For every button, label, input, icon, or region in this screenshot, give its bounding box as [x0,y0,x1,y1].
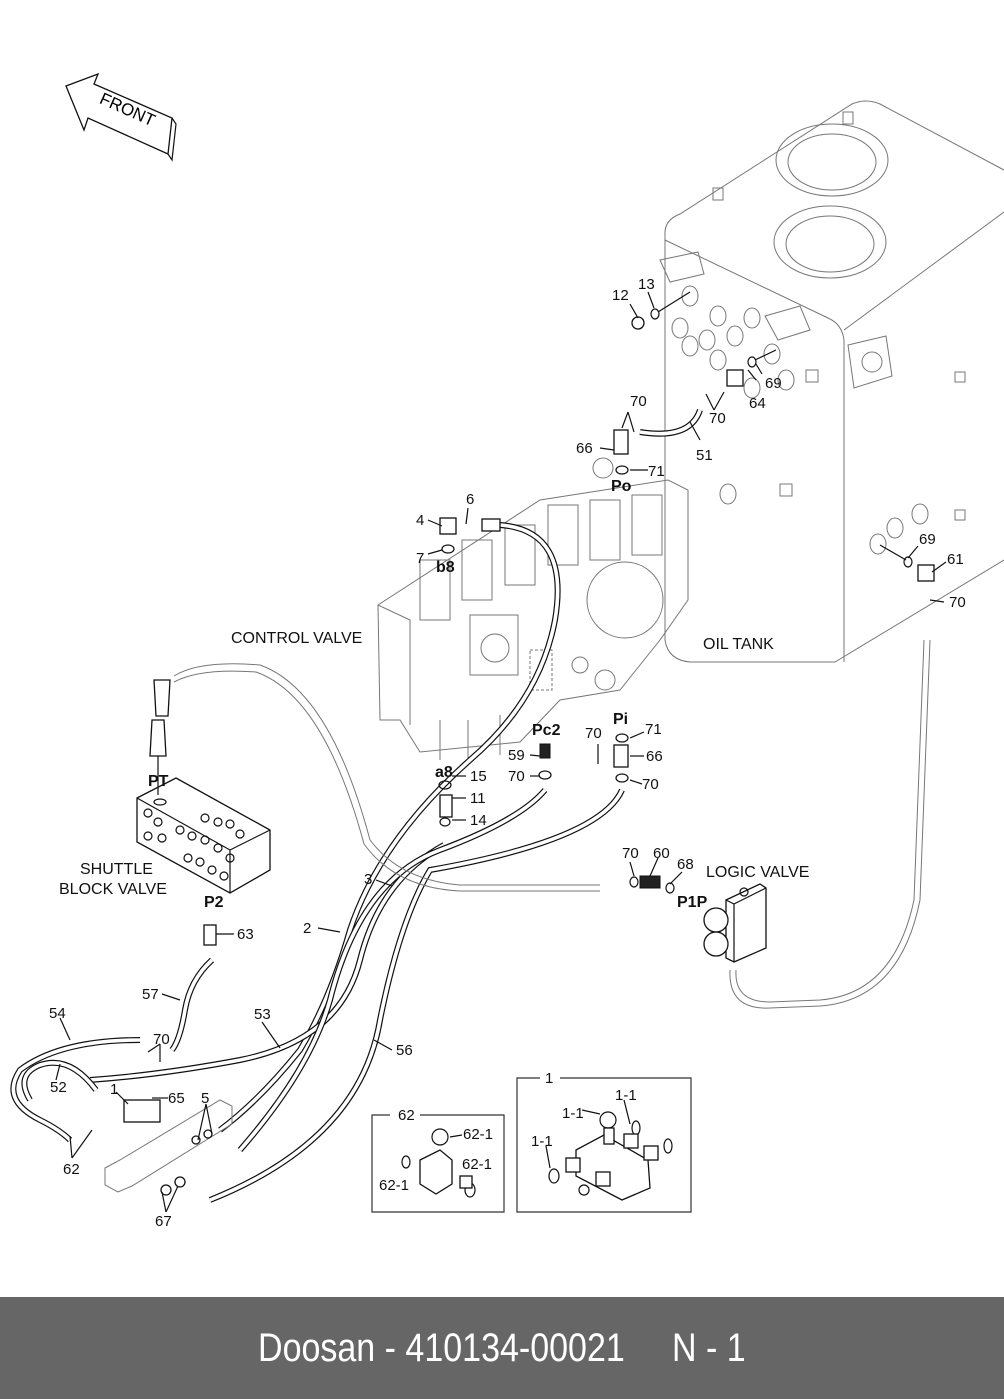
callout-4: 4 [416,512,425,529]
callout-54: 54 [49,1005,66,1022]
logic-valve [703,639,931,1009]
callout-3: 3 [364,871,373,888]
callout-65: 65 [168,1090,185,1107]
callout-69: 69 [765,375,782,392]
port-pi: Pi [613,711,629,728]
control-valve-label: CONTROL VALVE [231,630,363,647]
detail-62-callout: 62-1 [379,1177,410,1194]
port-p1p: P1P [677,894,708,911]
port-pt: PT [148,773,169,790]
callout-1: 1 [110,1081,119,1098]
callout-51: 51 [696,447,713,464]
callout-52: 52 [50,1079,67,1096]
front-arrow-icon: FRONT [65,72,177,162]
callout-70: 70 [949,594,966,611]
callout-70: 70 [585,725,602,742]
shuttle-block-valve [136,679,271,894]
callout-68: 68 [677,856,694,873]
callout-59: 59 [508,747,525,764]
leader-lines [55,291,947,1213]
callout-64: 64 [749,395,766,412]
port-pc2: Pc2 [532,722,561,739]
callout-71: 71 [645,721,662,738]
callout-69: 69 [919,531,936,548]
detail-62-callout: 62-1 [462,1156,493,1173]
callout-60: 60 [653,845,670,862]
parts-diagram: FRONT [10,72,1004,1213]
control-valve-body [377,457,689,760]
callout-62: 62 [63,1161,80,1178]
detail-62-title: 62 [396,1107,417,1124]
footer-part-reference: Doosan - 410134-00021 N - 1 [258,1325,746,1370]
detail-1-callout: 1-1 [531,1133,553,1150]
callout-7: 7 [416,550,425,567]
callout-66: 66 [576,440,593,457]
logic-valve-label: LOGIC VALVE [706,864,810,881]
shuttle-block-valve-label-line2: BLOCK VALVE [59,881,167,898]
callout-13: 13 [638,276,655,293]
callout-6: 6 [466,491,475,508]
port-po: Po [611,478,632,495]
callout-53: 53 [254,1006,271,1023]
hoses [10,408,703,1203]
detail-box-1 [516,1077,692,1213]
fittings [104,291,935,1196]
callout-12: 12 [612,287,629,304]
detail-1-title: 1 [542,1071,557,1086]
oil-tank [659,100,1004,663]
shuttle-block-valve-label-line1: SHUTTLE [80,861,153,878]
callout-70: 70 [642,776,659,793]
callout-70: 70 [630,393,647,410]
footer-bar: Doosan - 410134-00021 N - 1 [0,1297,1004,1399]
callout-70: 70 [622,845,639,862]
callout-5: 5 [201,1090,210,1107]
callout-70: 70 [153,1031,170,1048]
detail-1-callout: 1-1 [615,1087,637,1104]
callout-11: 11 [470,790,486,807]
detail-62-callout: 62-1 [463,1126,494,1143]
oil-tank-label: OIL TANK [703,636,774,653]
detail-box-62 [371,1114,505,1213]
callout-70: 70 [709,410,726,427]
callout-71: 71 [648,463,665,480]
callout-14: 14 [470,812,487,829]
port-p2: P2 [204,894,224,911]
callout-61: 61 [947,551,964,568]
port-b8: b8 [436,559,455,576]
callout-66: 66 [646,748,663,765]
callout-57: 57 [142,986,159,1003]
callout-63: 63 [237,926,254,943]
callout-56: 56 [396,1042,413,1059]
callout-70: 70 [508,768,525,785]
callout-67: 67 [155,1213,172,1230]
callout-2: 2 [303,920,312,937]
callout-15: 15 [470,768,487,785]
detail-1-callout: 1-1 [562,1105,584,1122]
port-a8: a8 [435,764,453,781]
